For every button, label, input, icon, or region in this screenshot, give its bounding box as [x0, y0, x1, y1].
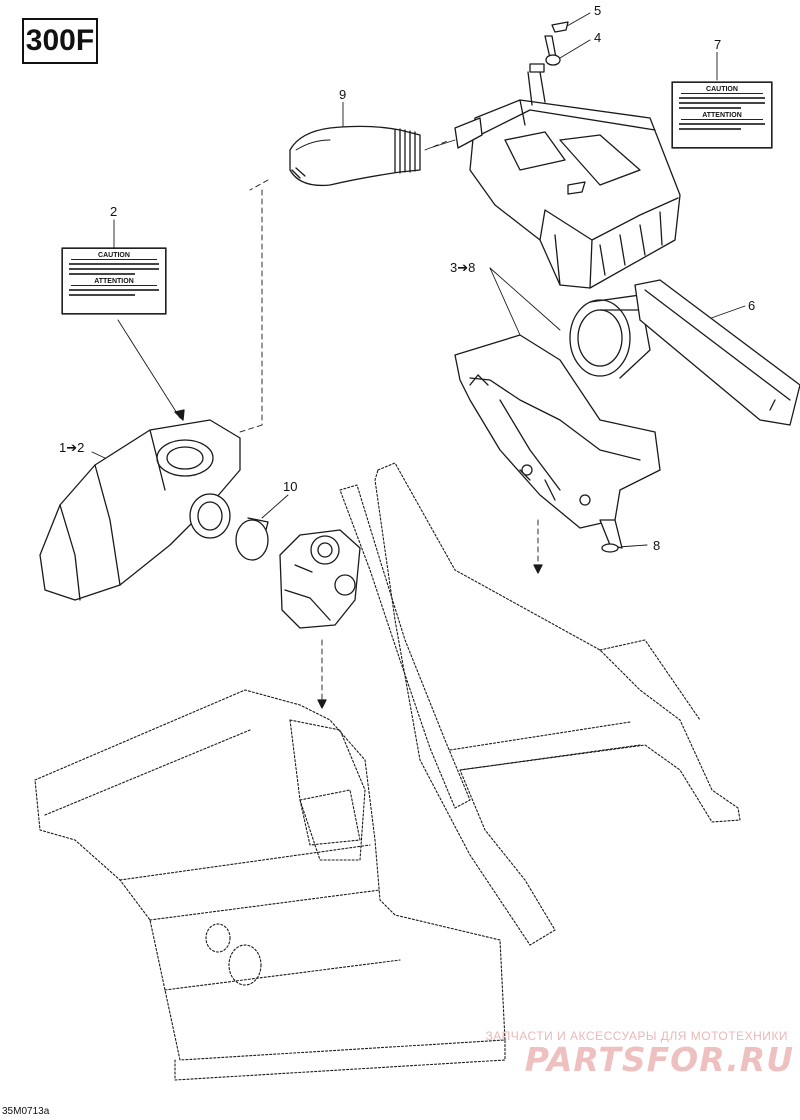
attention-heading: ATTENTION	[681, 112, 763, 120]
callout-9: 9	[338, 87, 348, 102]
footrest-panel-icon	[34, 689, 506, 1081]
arrow-head-icon	[174, 409, 185, 421]
air-box-base-icon	[454, 334, 661, 549]
intake-duct-icon	[289, 125, 421, 187]
model-tag: 300F	[22, 18, 98, 64]
assembly-lines	[239, 139, 539, 701]
callout-10: 10	[282, 479, 299, 494]
arrow-head-icon	[533, 564, 543, 574]
callout-2: 2	[109, 204, 119, 219]
watermark-text: ЗАПЧАСТИ И АКСЕССУАРЫ ДЛЯ МОТОТЕХНИКИ	[485, 1029, 788, 1043]
leader-lines	[91, 12, 746, 548]
cover-plate-icon	[634, 279, 800, 426]
air-silencer-body-icon	[39, 419, 241, 601]
clamp-icon	[235, 517, 269, 561]
callout-6: 6	[747, 298, 757, 313]
callout-1-2: 1➔2	[58, 440, 86, 455]
callout-8: 8	[652, 538, 662, 553]
arrow-head-icon	[317, 699, 327, 709]
watermark-logo: PARTSFOR.RU	[524, 1040, 794, 1079]
air-silencer-icon	[454, 21, 681, 289]
callout-5: 5	[593, 3, 603, 18]
frame-icon	[339, 462, 741, 946]
caution-heading: CAUTION	[681, 86, 763, 94]
carburetor-icon	[279, 529, 361, 629]
callout-4: 4	[593, 30, 603, 45]
caution-label-2: CAUTION ATTENTION	[62, 248, 166, 314]
callout-3-8: 3➔8	[449, 260, 477, 275]
caution-label-7: CAUTION ATTENTION	[672, 82, 772, 148]
caution-heading: CAUTION	[71, 252, 157, 260]
grommet-icon	[545, 54, 619, 553]
drawing-code: 35M0713a	[2, 1106, 50, 1117]
callout-7: 7	[713, 37, 723, 52]
round-duct-icon	[569, 294, 651, 379]
attention-heading: ATTENTION	[71, 278, 157, 286]
